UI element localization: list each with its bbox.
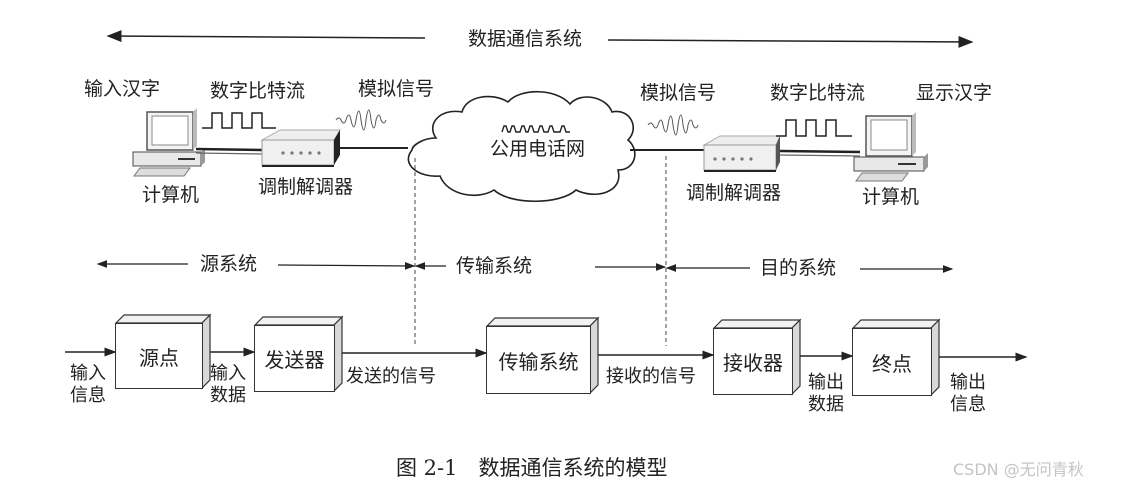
network-cloud-icon [407, 91, 636, 203]
left-analog-label: 模拟信号 [358, 78, 435, 100]
left-modem-icon [260, 129, 341, 167]
figure-caption: 图 2-1 数据通信系统的模型 [396, 456, 668, 480]
left-computer-label: 计算机 [142, 184, 200, 206]
network-signal-icon [501, 125, 570, 133]
block-destination: 终点 [852, 328, 932, 396]
left-bitstream-icon [202, 112, 276, 129]
top-span-arrow-right [607, 35, 974, 48]
source-system-label: 源系统 [200, 253, 258, 275]
right-cable [779, 149, 861, 154]
top-span-arrow-left [106, 30, 426, 43]
left-modem-label: 调制解调器 [258, 176, 354, 198]
top-span-label: 数据通信系统 [468, 28, 583, 50]
destination-system-label: 目的系统 [760, 257, 837, 279]
watermark: CSDN @无问青秋 [953, 460, 1084, 479]
left-analog-wave-icon [335, 109, 387, 131]
flow-label-sent-signal: 发送的信号 [346, 366, 436, 387]
right-bitstream-icon [776, 119, 852, 137]
flow-label-received-signal: 接收的信号 [606, 366, 696, 387]
block-receiver: 接收器 [713, 328, 793, 395]
right-modem-icon [702, 135, 781, 172]
flow-label-input-data: 输入 数据 [210, 363, 246, 406]
right-bitstream-label: 数字比特流 [770, 82, 866, 104]
right-computer-label: 计算机 [862, 186, 920, 208]
flow-label-output-info: 输出 信息 [950, 372, 986, 415]
source-span-arrow-right [277, 262, 416, 270]
block-3d-faces [114, 313, 941, 397]
flow-label-output-data: 输出 数据 [808, 372, 844, 415]
display-chinese-label: 显示汉字 [916, 82, 993, 104]
right-modem-label: 调制解调器 [686, 182, 782, 204]
right-analog-label: 模拟信号 [640, 82, 717, 104]
block-transmitter: 发送器 [254, 325, 335, 392]
network-label: 公用电话网 [490, 138, 586, 160]
left-bitstream-label: 数字比特流 [210, 80, 306, 102]
block-source: 源点 [115, 323, 203, 389]
left-cable [195, 147, 263, 152]
left-computer-icon [132, 108, 205, 177]
block-transmission-system: 传输系统 [486, 326, 591, 394]
transmission-system-label: 传输系统 [456, 255, 533, 277]
flow-label-input-info: 输入 信息 [70, 363, 106, 406]
right-analog-wave-icon [647, 114, 699, 136]
input-chinese-label: 输入汉字 [84, 78, 161, 100]
right-computer-icon [853, 112, 928, 182]
